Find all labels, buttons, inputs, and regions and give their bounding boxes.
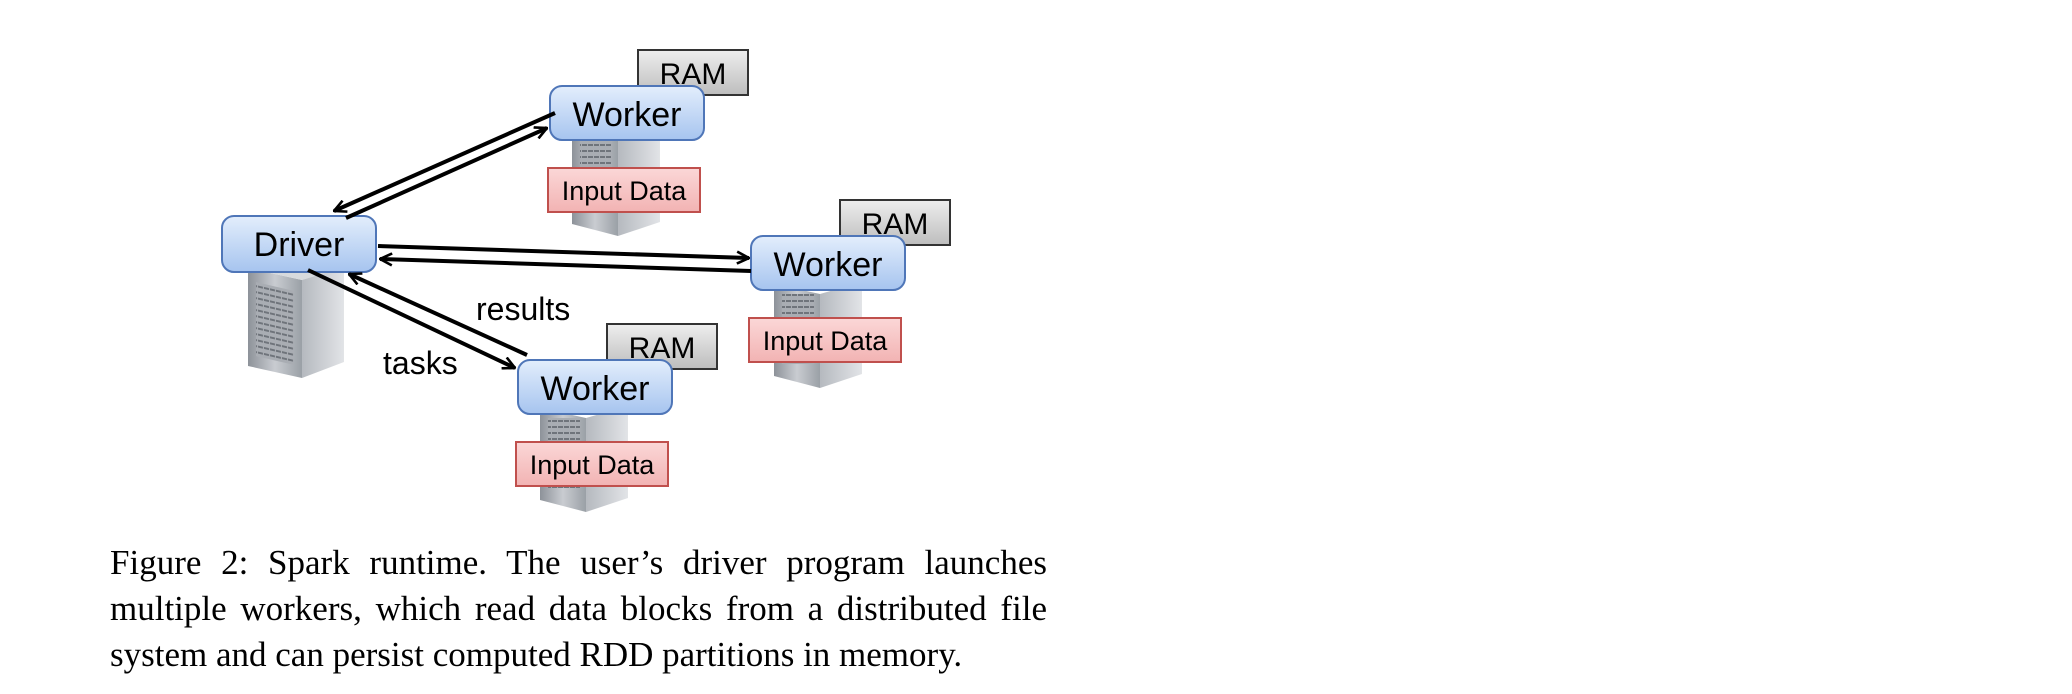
worker-node-top: RAM Worker Input Data xyxy=(547,49,749,236)
driver-box xyxy=(221,215,377,273)
input-data-box xyxy=(748,317,902,363)
worker-box xyxy=(549,85,705,141)
worker-label: Worker xyxy=(573,96,682,134)
driver-label: Driver xyxy=(254,226,345,264)
arrow-result-from-top-worker xyxy=(334,111,556,211)
worker-box xyxy=(517,359,673,415)
input-data-label: Input Data xyxy=(562,176,688,206)
worker-label: Worker xyxy=(774,246,883,284)
worker-label: Worker xyxy=(541,370,650,408)
results-edge-label: results xyxy=(476,291,570,327)
tasks-edge-label: tasks xyxy=(383,345,458,381)
arrow-result-from-right-worker xyxy=(380,259,752,273)
driver-node: Driver xyxy=(221,215,377,378)
caption-line: multiple workers, which read data blocks… xyxy=(110,589,1047,628)
input-data-box xyxy=(547,167,701,213)
arrow-task-to-right-worker xyxy=(377,244,749,258)
caption-line: system and can persist computed RDD part… xyxy=(110,635,963,674)
arrows xyxy=(307,111,752,370)
spark-runtime-diagram: Driver RAM Worker Input Data RAM Worker … xyxy=(221,49,951,512)
worker-box xyxy=(750,235,906,291)
worker-node-bottom: RAM Worker Input Data xyxy=(515,323,718,512)
figure-caption: Figure 2: Spark runtime. The user’s driv… xyxy=(110,540,1047,678)
input-data-box xyxy=(515,441,669,487)
driver-server-icon xyxy=(248,255,344,378)
caption-line: Figure 2: Spark runtime. The user’s driv… xyxy=(110,543,1047,582)
input-data-label: Input Data xyxy=(530,450,656,480)
worker-node-right: RAM Worker Input Data xyxy=(748,199,951,388)
input-data-label: Input Data xyxy=(763,326,889,356)
arrow-result-from-bottom-worker xyxy=(349,272,528,357)
arrow-task-to-top-worker xyxy=(345,128,547,220)
arrow-task-to-bottom-worker xyxy=(307,268,515,370)
